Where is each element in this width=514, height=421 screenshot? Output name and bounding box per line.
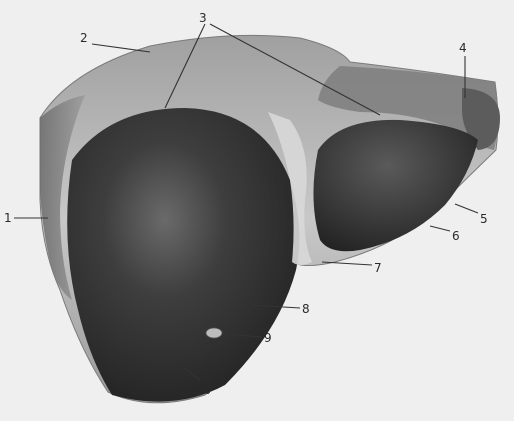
label-10: 10 [196,383,211,397]
label-6: 6 [452,229,460,243]
label-1: 1 [4,211,12,225]
label-2: 2 [80,31,88,45]
label-5: 5 [480,212,488,226]
label-4: 4 [459,41,467,55]
label-9: 9 [264,331,272,345]
label-3: 3 [199,11,207,25]
label-7: 7 [374,261,382,275]
small-nodule [206,328,222,338]
label-8: 8 [302,302,310,316]
